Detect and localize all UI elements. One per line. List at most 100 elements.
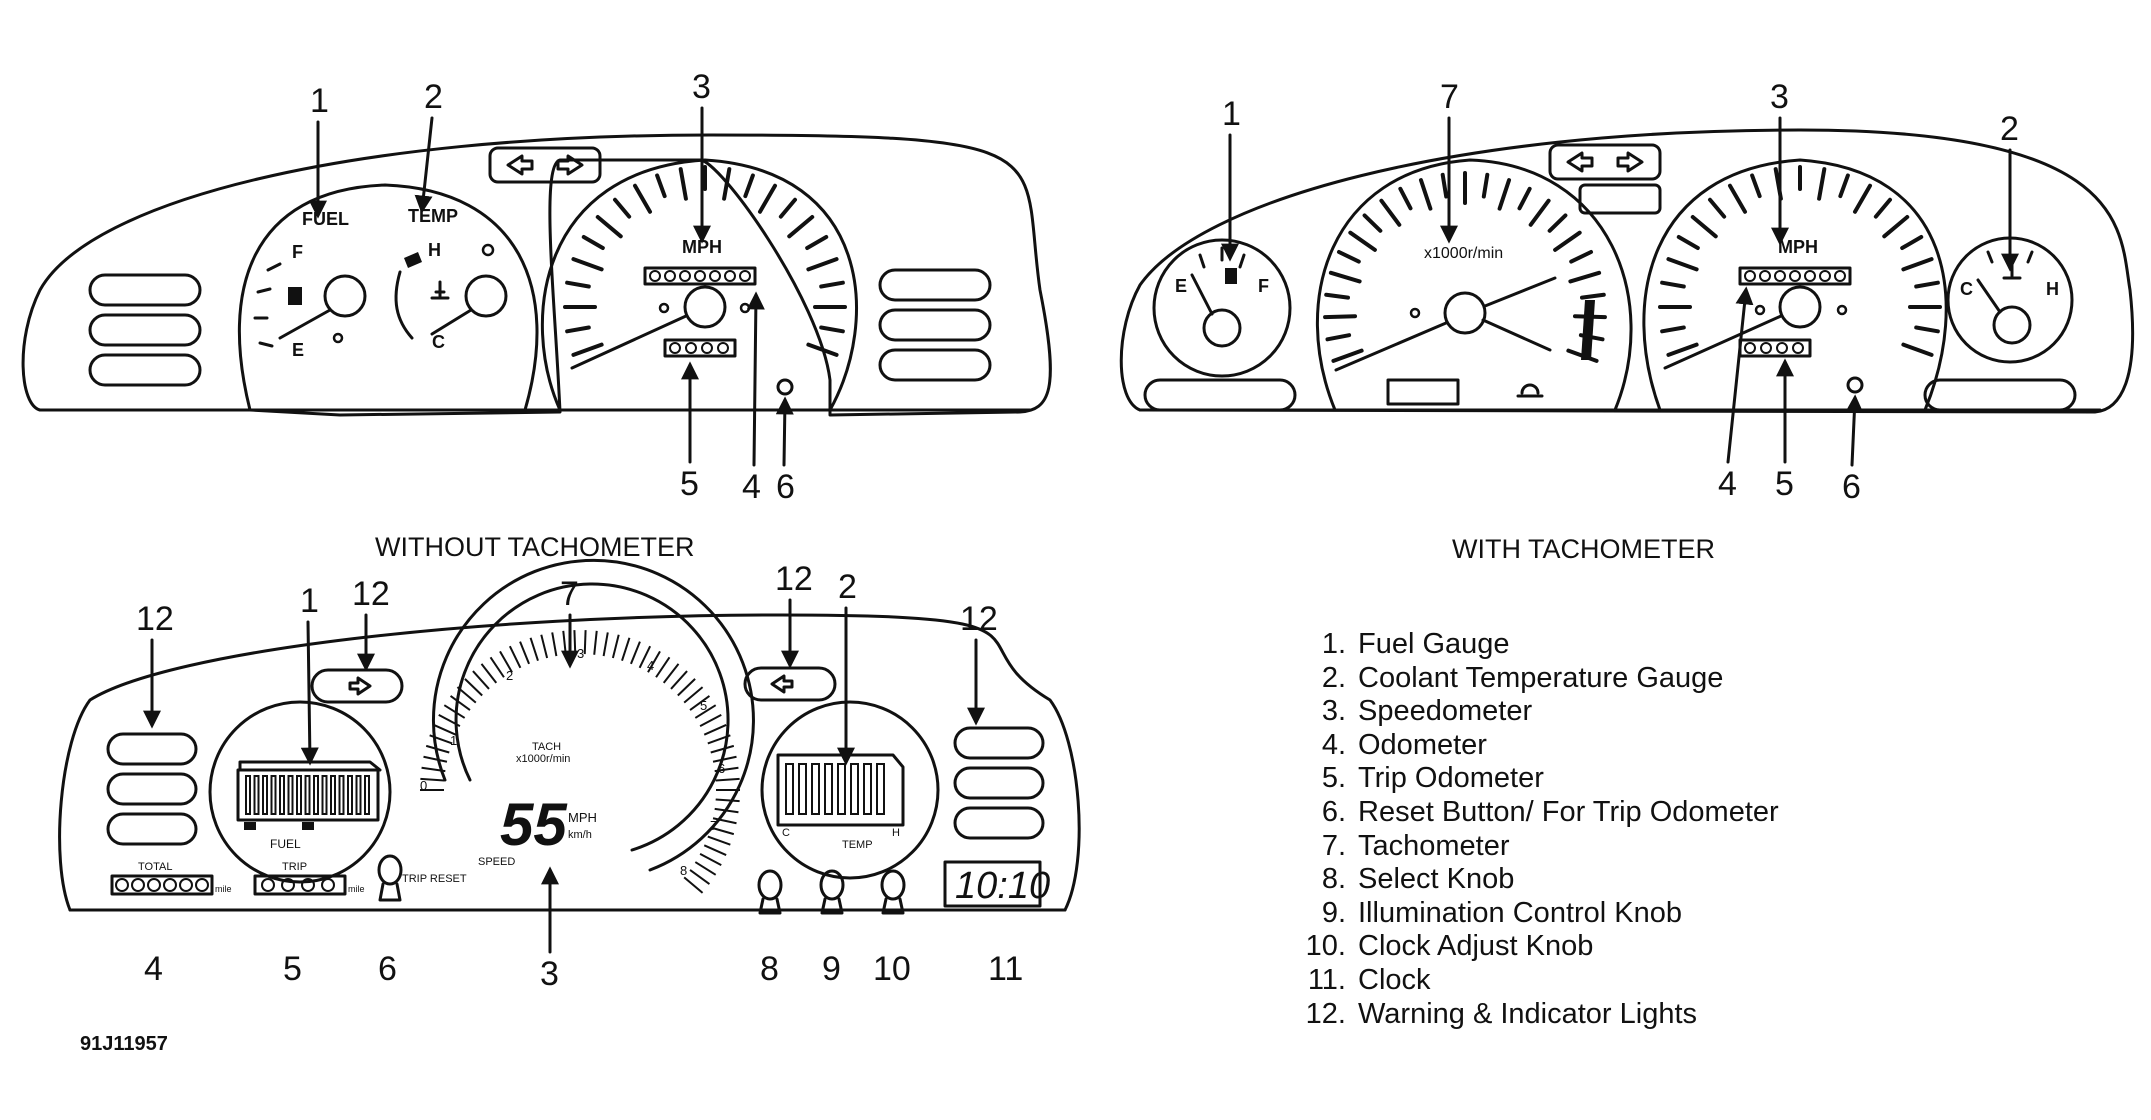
- clock-adjust-knob: [880, 869, 906, 915]
- callout-label: 12: [136, 600, 174, 638]
- callout-label: 6: [1842, 468, 1861, 506]
- callout-label: 2: [838, 568, 857, 606]
- warning-light-pad: [1923, 378, 2077, 412]
- caption-with-tachometer: WITH TACHOMETER: [1452, 534, 1715, 564]
- callout-label: 7: [560, 575, 579, 613]
- mph-label: MPH: [1778, 237, 1818, 257]
- legend-item: 4. Odometer: [1290, 729, 1779, 763]
- tach-label: TACH: [532, 741, 561, 753]
- digital-tachometer: 1 0 2 3 4 5 6 7 8 TACH x1000r/min: [420, 558, 755, 894]
- warning-light-pad: [88, 273, 202, 307]
- tach-scale-label: 6: [718, 761, 725, 776]
- total-label: TOTAL: [138, 861, 172, 873]
- tach-scale-label: 8: [680, 863, 687, 878]
- callout-label: 11: [988, 950, 1023, 988]
- legend-text: Trip Odometer: [1358, 762, 1544, 795]
- legend-number: 7.: [1321, 829, 1346, 862]
- full-label: F: [1258, 276, 1269, 296]
- digital-cluster: FUEL 1 0 2 3 4 5 6 7 8 TACH x1000r/min 5…: [58, 558, 1081, 1055]
- coolant-icon: [430, 280, 450, 300]
- trip-reset-label: TRIP RESET: [402, 873, 467, 885]
- legend-number: 12.: [1305, 997, 1346, 1030]
- total-odometer: TOTAL mile: [110, 861, 232, 896]
- speed-label: SPEED: [478, 856, 515, 868]
- temp-needle: [1976, 278, 2002, 314]
- legend-number: 11.: [1307, 963, 1346, 996]
- legend-number: 10.: [1305, 930, 1346, 963]
- temperature-gauge: TEMP H C: [394, 206, 508, 352]
- coolant-icon: [2002, 260, 2022, 280]
- fuel-gauge: FUEL F E: [253, 209, 367, 360]
- cluster-c-bezel: [58, 613, 1081, 912]
- trip-reset-button: [776, 378, 794, 396]
- right-arrow-icon: [1616, 151, 1644, 173]
- left-arrow-icon: [506, 154, 534, 176]
- temp-bar-segments: [785, 763, 885, 815]
- tach-scale-label: 0: [420, 778, 427, 793]
- tach-unit-label: x1000r/min: [516, 753, 570, 765]
- fuel-needle: [278, 308, 332, 340]
- fuel-scale-ticks: [1198, 246, 1246, 269]
- fuel-label: FUEL: [302, 209, 349, 229]
- empty-label: E: [1175, 276, 1187, 296]
- legend-number: 4.: [1321, 728, 1346, 761]
- mph-label: MPH: [682, 237, 722, 257]
- warning-light-pad: [953, 726, 1045, 760]
- callouts-a: 1 2 3 5 4 6: [309, 68, 795, 506]
- legend-text: Select Knob: [1358, 863, 1515, 896]
- callout-label: 8: [760, 950, 779, 988]
- legend-item: 8.Select Knob: [1290, 863, 1779, 897]
- fuel-bar-segments: [245, 775, 370, 815]
- speedometer: MPH: [540, 158, 858, 412]
- callout-label: 7: [1440, 78, 1459, 116]
- temp-label: TEMP: [842, 839, 873, 851]
- legend-text: Clock: [1358, 963, 1431, 996]
- digital-fuel-gauge: FUEL: [208, 700, 392, 884]
- digital-speed-readout: 55: [500, 791, 568, 858]
- callout-label: 6: [378, 950, 397, 988]
- tachometer: x1000r/min: [1315, 158, 1633, 412]
- empty-label: E: [292, 340, 304, 360]
- indicator-window: [1578, 183, 1662, 215]
- legend-number: 3.: [1321, 695, 1346, 728]
- mile-label: mile: [348, 884, 365, 894]
- callout-label: 3: [692, 68, 711, 106]
- kmh-label: km/h: [568, 829, 592, 841]
- legend-item: 5. Trip Odometer: [1290, 762, 1779, 796]
- legend-text: Odometer: [1358, 728, 1487, 761]
- legend-number: 5.: [1321, 762, 1346, 795]
- warning-light-pad: [106, 772, 198, 806]
- odometer-digits: [1744, 270, 1846, 282]
- turn-signal-indicator: [1548, 143, 1662, 181]
- temperature-gauge: C H: [1946, 236, 2074, 364]
- warning-light-pad: [878, 348, 992, 382]
- warning-light-pad: [878, 308, 992, 342]
- odometer-window: [643, 266, 757, 286]
- tach-needle: [1334, 321, 1448, 372]
- legend-item: 12.Warning & Indicator Lights: [1290, 998, 1779, 1032]
- warning-light-pad: [953, 806, 1045, 840]
- callout-label: 5: [1775, 465, 1794, 503]
- turn-signal-indicator: [488, 146, 602, 184]
- tach-scale-label: 3: [577, 646, 584, 661]
- temp-needle-hub: [464, 274, 508, 318]
- callout-label: 4: [742, 468, 761, 506]
- fuel-scale-ticks: [253, 262, 282, 348]
- full-label: F: [292, 242, 303, 262]
- warning-light-pad: [953, 766, 1045, 800]
- callout-label: 12: [960, 600, 998, 638]
- warning-light-pad: [878, 268, 992, 302]
- fuel-pump-icon: [288, 287, 302, 305]
- legend-item: 6.Reset Button/ For Trip Odometer: [1290, 796, 1779, 830]
- odometer-window: [1738, 266, 1852, 286]
- warning-light-pad: [88, 353, 202, 387]
- callout-label: 2: [2000, 110, 2019, 148]
- oil-pressure-icon: [1516, 383, 1544, 398]
- callout-label: 1: [310, 82, 329, 120]
- warning-light-pad: [106, 732, 198, 766]
- right-arrow-icon: [770, 674, 794, 694]
- speedo-needle-hub: [683, 285, 727, 329]
- fuel-gauge: E F: [1152, 238, 1292, 378]
- legend-text: Fuel Gauge: [1358, 628, 1510, 660]
- speedometer-scale-ticks: [563, 165, 847, 357]
